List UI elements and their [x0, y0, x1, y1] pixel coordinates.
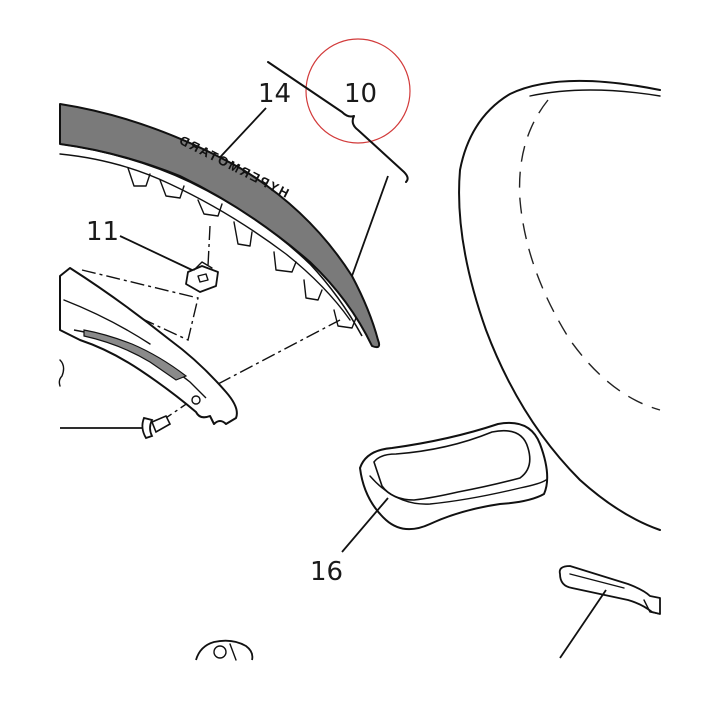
screw-shank — [150, 414, 172, 434]
callout-11-label: 11 — [86, 217, 119, 247]
callout-14-label: 14 — [258, 79, 291, 109]
seat-inner-stitching — [518, 99, 661, 411]
side-bracket-outline — [59, 267, 238, 425]
callout-10-label: 10 — [344, 79, 377, 109]
screw-head — [141, 416, 154, 440]
tail-fairing-lower-edge — [59, 153, 351, 321]
tail-fairing-dark-surface — [59, 103, 381, 349]
callout-10-bracket — [267, 61, 409, 183]
callout-11-group: 11 — [86, 217, 219, 293]
side-bracket-dark-insert — [83, 329, 188, 381]
seat-pad-top-surface — [373, 429, 531, 501]
partial-bolt — [195, 639, 254, 661]
tail-fairing-inner-rim — [59, 143, 363, 337]
partial-bolt-head — [213, 645, 227, 659]
mounting-tab-7 — [333, 309, 357, 329]
callout-10-group: 10 — [267, 38, 411, 277]
seat-pad — [359, 422, 549, 531]
partial-bolt-thread — [229, 643, 237, 661]
alignment-line-screw-to-fairing — [217, 319, 341, 385]
callout-10-leader — [351, 175, 389, 277]
mounting-tab-6 — [303, 279, 323, 301]
callout-10-highlight-ring — [305, 38, 411, 144]
clip-nut-top — [193, 261, 213, 271]
callout-16-leader — [341, 497, 389, 553]
latch-strap-slot — [569, 573, 625, 589]
callout-16-group: 16 — [310, 422, 549, 587]
side-bracket-hole — [191, 395, 201, 405]
seat — [458, 79, 661, 531]
side-bracket-trim — [58, 267, 238, 425]
latch-strap-leader — [559, 589, 607, 659]
clip-nut-body — [185, 265, 219, 293]
alignment-line-clip-to-tab — [207, 225, 211, 267]
mounting-tab-2 — [159, 179, 185, 199]
mounting-tab-4 — [233, 221, 253, 247]
callout-16-label: 16 — [310, 557, 343, 587]
mounting-tab-3 — [197, 199, 223, 217]
mounting-tab-1 — [127, 167, 151, 187]
latch-strap — [558, 565, 661, 659]
latch-strap-tab — [643, 599, 661, 615]
callout-11-leader — [119, 235, 193, 271]
seat-pad-seam — [369, 475, 547, 505]
clip-nut-hole — [197, 273, 209, 283]
side-bracket-top-ridge — [63, 299, 151, 345]
latch-strap-loop — [558, 565, 661, 615]
seat-outline — [458, 79, 661, 531]
screw — [60, 414, 172, 440]
clip-nut — [185, 261, 219, 293]
fairing-mounting-tabs — [127, 167, 357, 329]
side-bracket-left-fastener — [58, 359, 65, 387]
mounting-tab-5 — [273, 251, 297, 273]
seat-top-edge — [529, 89, 661, 97]
